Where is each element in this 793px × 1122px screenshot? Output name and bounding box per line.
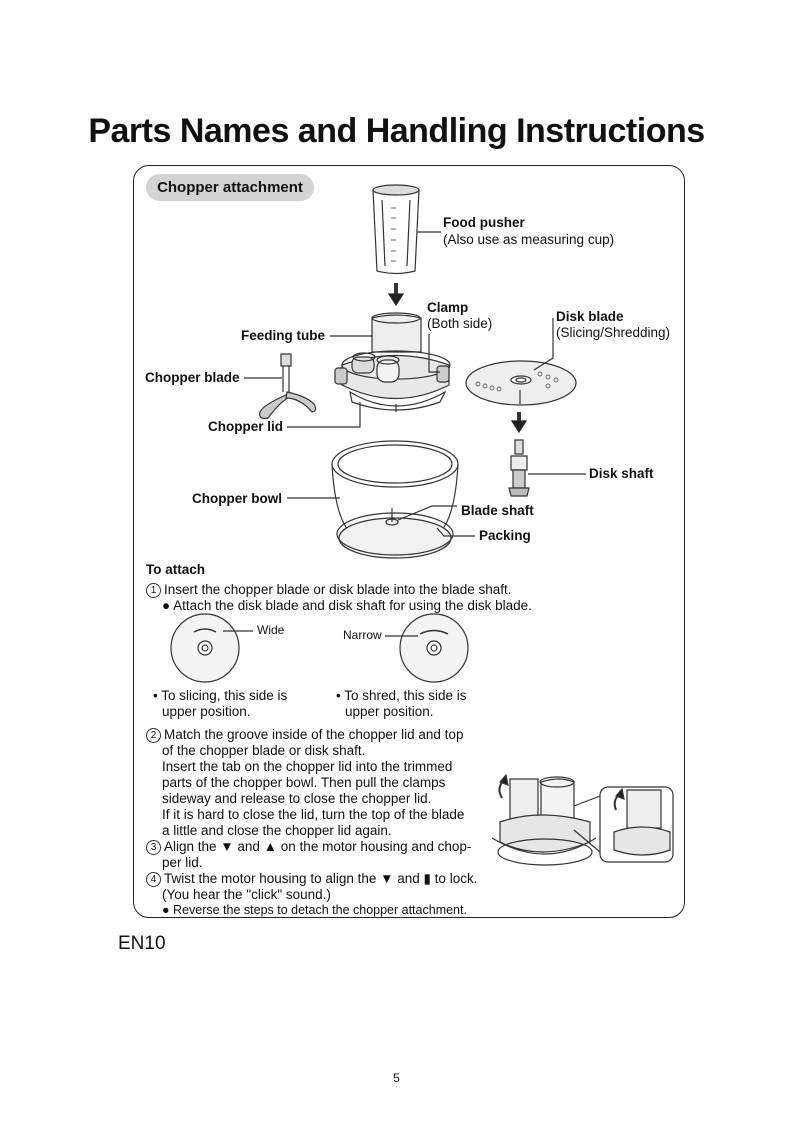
label-clamp: Clamp [427, 300, 469, 315]
label-chopper-lid: Chopper lid [208, 419, 283, 434]
label-chopper-bowl: Chopper bowl [192, 491, 282, 506]
step-1-number: 1 [146, 583, 161, 598]
step-4-bullet: ● Reverse the steps to detach the choppe… [162, 903, 467, 917]
attach-heading: To attach [146, 562, 206, 577]
label-blade-shaft: Blade shaft [461, 503, 534, 518]
step-1-text: Insert the chopper blade or disk blade i… [164, 582, 512, 597]
label-clamp-note: (Both side) [427, 316, 493, 331]
step-2-line-7: a little and close the chopper lid again… [162, 823, 392, 838]
step-4-cont: (You hear the "click" sound.) [162, 887, 331, 902]
step-4-text: Twist the motor housing to align the ▼ a… [164, 871, 478, 886]
chopper-lid-drawing [334, 312, 451, 412]
slicing-note-line2: upper position. [162, 704, 251, 719]
label-food-pusher-note: (Also use as measuring cup) [443, 232, 615, 247]
shredding-note-line1: • To shred, this side is [336, 688, 467, 703]
step-2-line-1: Match the groove inside of the chopper l… [164, 727, 464, 742]
label-packing: Packing [479, 528, 531, 543]
step-2-line-4: parts of the chopper bowl. Then pull the… [162, 775, 446, 790]
step-2-line-6: If it is hard to close the lid, turn the… [162, 807, 465, 822]
chopper-blade-drawing [259, 353, 317, 419]
page-title: Parts Names and Handling Instructions [88, 112, 705, 150]
slicing-note-line1: • To slicing, this side is [153, 688, 288, 703]
chopper-bowl-drawing [331, 440, 459, 559]
disk-shaft-drawing [508, 439, 530, 497]
chopper-section-frame [133, 165, 685, 918]
step-3-text: Align the ▼ and ▲ on the motor housing a… [164, 839, 472, 854]
label-disk-blade: Disk blade [556, 309, 624, 324]
label-narrow: Narrow [343, 628, 382, 642]
step-3-cont: per lid. [162, 855, 203, 870]
label-feeding-tube: Feeding tube [241, 328, 325, 343]
shredding-note-line2: upper position. [345, 704, 434, 719]
step-1-bullet: ● Attach the disk blade and disk shaft f… [162, 598, 532, 613]
step-2-line-3: Insert the tab on the chopper lid into t… [162, 759, 453, 774]
page-code: EN10 [118, 933, 166, 954]
step-2-number: 2 [146, 728, 161, 743]
label-food-pusher: Food pusher [443, 215, 525, 230]
step-2-line-5: sideway and release to close the chopper… [162, 791, 432, 806]
label-disk-shaft: Disk shaft [589, 466, 654, 481]
food-pusher-drawing [372, 184, 420, 275]
page-number: 5 [393, 1071, 400, 1085]
step-4-number: 4 [146, 872, 161, 887]
assembly-drawing [491, 773, 674, 866]
label-disk-blade-note: (Slicing/Shredding) [556, 325, 671, 340]
section-badge: Chopper attachment [146, 174, 314, 201]
disk-blade-drawing [465, 360, 577, 406]
disk-wide-drawing [170, 613, 253, 683]
step-2-line-2: of the chopper blade or disk shaft. [162, 743, 366, 758]
label-chopper-blade: Chopper blade [145, 370, 240, 385]
step-3-number: 3 [146, 840, 161, 855]
disk-narrow-drawing [385, 613, 469, 683]
label-wide: Wide [257, 623, 285, 637]
